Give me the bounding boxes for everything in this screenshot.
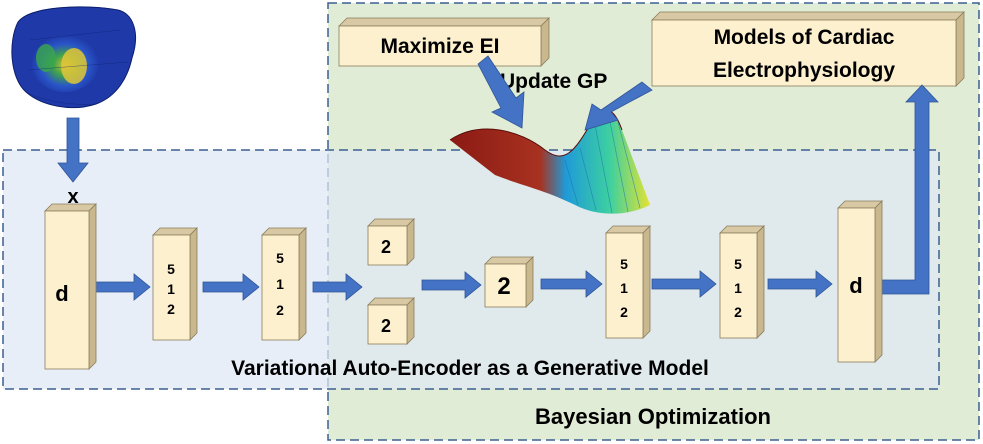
layer-decoder-1: 5 1 2 xyxy=(605,225,651,339)
update-gp-label: Update GP xyxy=(500,70,607,93)
layer-output-label: d xyxy=(849,273,862,298)
arrow-models-to-gp xyxy=(584,81,653,131)
bo-region-label: Bayesian Optimization xyxy=(535,404,771,429)
layer-latent-mu: 2 xyxy=(367,218,415,266)
arrow-output-to-models xyxy=(881,84,939,295)
arrow-z-to-dec1 xyxy=(540,270,603,298)
layer-output: d xyxy=(837,200,883,363)
cardiac-models-line1: Models of Cardiac xyxy=(714,26,895,49)
layer-input-label: d xyxy=(55,281,68,306)
arrow-dec2-to-output xyxy=(767,270,833,298)
vae-region-label: Variational Auto-Encoder as a Generative… xyxy=(231,357,709,380)
layer-decoder-2: 5 1 2 xyxy=(719,225,765,339)
arrow-enc1-to-enc2 xyxy=(202,273,260,301)
enc1-digit-1: 5 xyxy=(167,261,175,277)
enc1-digit-3: 2 xyxy=(167,301,175,317)
layer-encoder-2: 5 1 2 xyxy=(261,227,307,341)
enc2-digit-1: 5 xyxy=(276,250,284,266)
dec2-digit-1: 5 xyxy=(734,256,742,272)
arrows xyxy=(57,55,939,301)
arrow-enc2-to-latent xyxy=(312,273,363,301)
dec1-digit-1: 5 xyxy=(620,256,628,272)
arrow-dec1-to-dec2 xyxy=(651,270,717,298)
layer-encoder-1: 5 1 2 xyxy=(152,227,198,341)
heart-mesh-icon xyxy=(11,6,136,109)
layer-input: d xyxy=(44,203,97,370)
enc1-digit-2: 1 xyxy=(167,281,175,297)
arrow-heart-to-input xyxy=(57,117,89,183)
cardiac-models-line2: Electrophysiology xyxy=(713,59,895,82)
sigma-label: 2 xyxy=(381,316,391,336)
layer-latent-z: 2 xyxy=(484,256,534,308)
dec2-digit-2: 1 xyxy=(734,280,742,296)
enc2-digit-2: 1 xyxy=(276,276,284,292)
cardiac-models-box: Models of Cardiac Electrophysiology xyxy=(651,11,965,87)
arrow-input-to-enc1 xyxy=(94,273,151,301)
dec1-digit-3: 2 xyxy=(620,304,628,320)
layer-latent-sigma: 2 xyxy=(367,297,415,345)
z-label: 2 xyxy=(497,273,510,300)
maximize-ei-label: Maximize EI xyxy=(380,35,499,58)
enc2-digit-3: 2 xyxy=(276,302,284,318)
mu-label: 2 xyxy=(381,237,391,257)
dec2-digit-3: 2 xyxy=(734,304,742,320)
arrow-ei-to-gp xyxy=(477,55,525,129)
maximize-ei-box: Maximize EI xyxy=(338,17,550,67)
input-x-label: x xyxy=(67,186,78,208)
arrow-latent-to-z xyxy=(421,271,482,299)
dec1-digit-2: 1 xyxy=(620,280,628,296)
vae-region xyxy=(2,149,940,390)
